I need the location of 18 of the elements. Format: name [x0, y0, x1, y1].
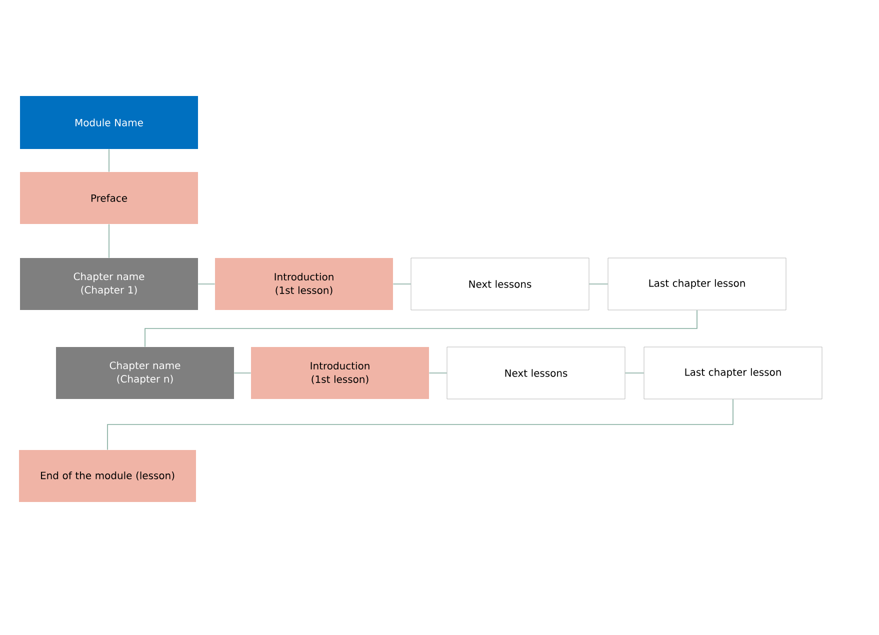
connector	[107, 398, 734, 450]
connector	[108, 224, 110, 258]
connector	[624, 372, 644, 374]
lesson-box: Introduction (1st lesson)	[251, 347, 429, 399]
connector	[234, 372, 252, 374]
chapter-box: Chapter name (Chapter n)	[56, 347, 234, 399]
connector	[108, 148, 110, 172]
chapter-box: Chapter name (Chapter 1)	[20, 258, 198, 310]
lesson-box: Preface	[20, 172, 198, 224]
lesson-box: Last chapter lesson	[644, 346, 822, 400]
lesson-box: Next lessons	[446, 346, 626, 400]
connector	[428, 372, 448, 374]
lesson-box: Introduction (1st lesson)	[215, 258, 393, 310]
connector	[144, 310, 698, 348]
lesson-box: Next lessons	[410, 258, 590, 310]
lesson-box: Last chapter lesson	[608, 258, 786, 310]
module-box: Module Name	[20, 96, 198, 149]
lesson-box: End of the module (lesson)	[19, 450, 196, 502]
